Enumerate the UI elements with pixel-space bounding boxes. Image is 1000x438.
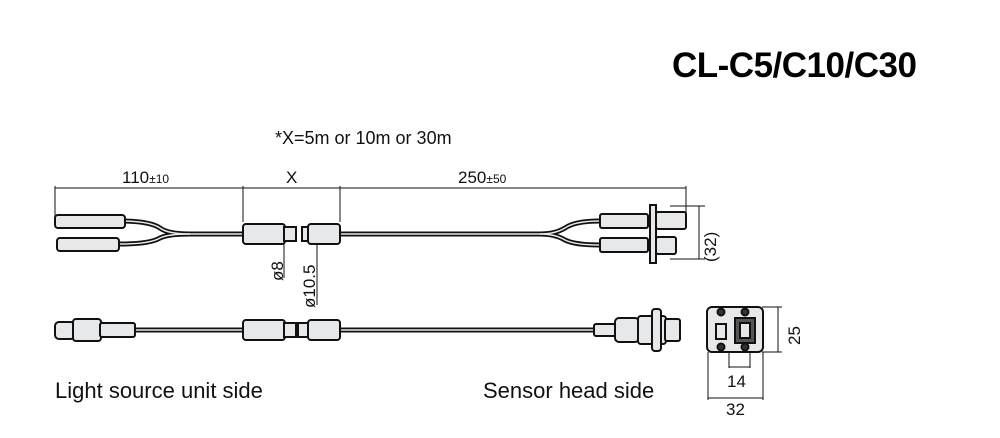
upper-cable-assembly [54,204,687,264]
length-note: *X=5m or 10m or 30m [275,128,452,148]
dim-right-length: 250±50 [458,168,507,187]
label-light-source-side: Light source unit side [55,378,263,403]
dim-face-inner-width: 14 [727,372,746,391]
dim-face-width: 32 [726,400,745,419]
dim-middle-length: X [286,168,298,187]
connector-face-view [706,306,764,353]
label-sensor-head-side: Sensor head side [483,378,655,403]
dim-left-length: 110±10 [122,168,170,187]
model-title: CL-C5/C10/C30 [672,46,917,85]
lower-cable-assembly [54,308,681,352]
